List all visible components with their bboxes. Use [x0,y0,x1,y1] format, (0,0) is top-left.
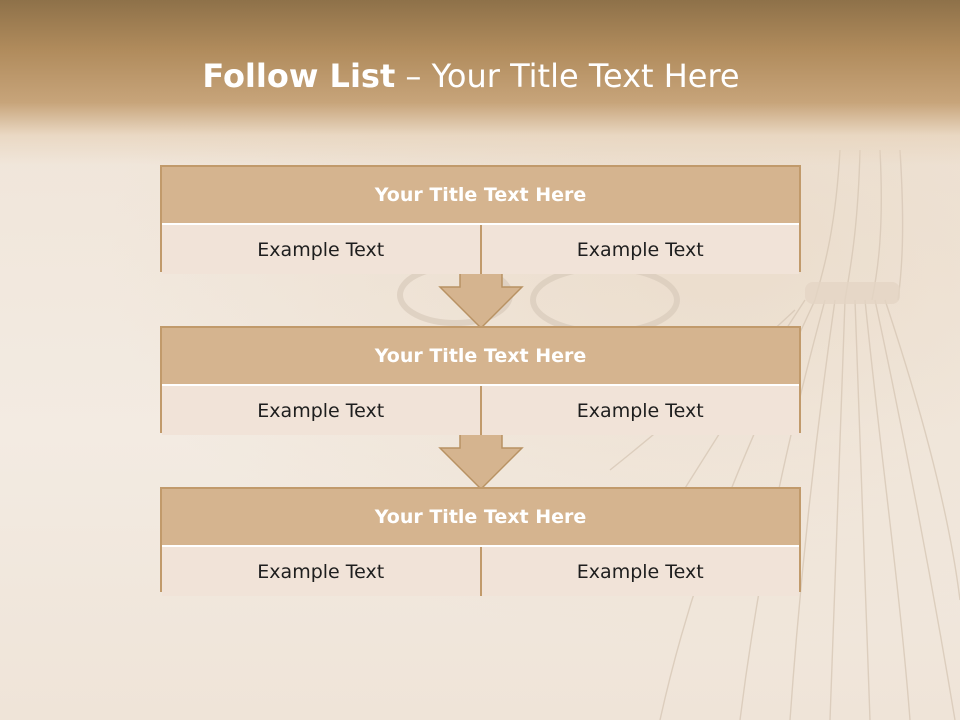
slide-title: Follow List – Your Title Text Here [0,52,942,100]
down-arrow-icon [438,431,524,491]
step-box-row: Example Text Example Text [162,386,799,435]
slide-title-bold: Follow List [202,57,396,95]
header-band [0,0,960,165]
step-box-2: Your Title Text Here Example Text Exampl… [160,326,801,435]
step-box-title: Your Title Text Here [162,328,799,386]
step-box-row: Example Text Example Text [162,225,799,274]
step-box-right-text: Example Text [481,386,799,435]
step-box-left-text: Example Text [162,547,482,596]
step-box-left-text: Example Text [162,386,482,435]
step-box-right-text: Example Text [481,225,799,274]
slide-title-rest: – Your Title Text Here [395,57,740,95]
step-box-right-text: Example Text [481,547,799,596]
step-box-row: Example Text Example Text [162,547,799,596]
step-box-3: Your Title Text Here Example Text Exampl… [160,487,801,596]
step-box-left-text: Example Text [162,225,482,274]
step-box-title: Your Title Text Here [162,167,799,225]
step-box-1: Your Title Text Here Example Text Exampl… [160,165,801,274]
step-box-title: Your Title Text Here [162,489,799,547]
down-arrow-icon [438,270,524,330]
